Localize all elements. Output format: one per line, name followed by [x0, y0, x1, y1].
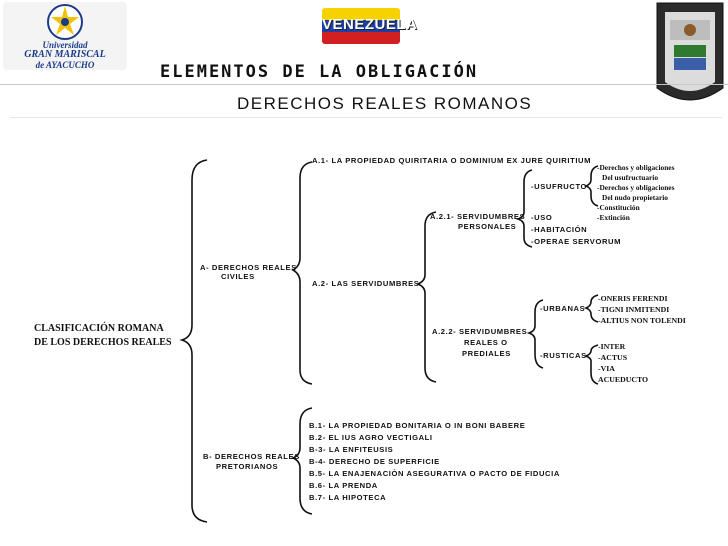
- root-label-line1: CLASIFICACIÓN ROMANA: [34, 323, 164, 334]
- venezuela-logo-text: VENEZUELA: [322, 16, 418, 33]
- pretorianos-label-line1: B- DERECHOS REALES: [203, 452, 300, 461]
- usufructo-label: -USUFRUCTO: [531, 182, 588, 191]
- venezuela-logo: VENEZUELA: [322, 8, 418, 44]
- usufructo-item: -Extinción: [597, 213, 630, 222]
- pretorianos-label-line2: PRETORIANOS: [216, 462, 279, 471]
- university-name-line1: Universidad: [42, 40, 88, 50]
- university-name-line3: de AYACUCHO: [35, 60, 95, 70]
- rusticas-item: -INTER: [598, 342, 626, 351]
- urbanas-item: -TIGNI INMITENDI: [598, 305, 670, 314]
- servidumbres-brace: [415, 211, 437, 383]
- rusticas-item: -ACTUS: [598, 353, 628, 362]
- root-label-line2: DE LOS DERECHOS REALES: [34, 337, 172, 348]
- pretorianos-item: B-3- LA ENFITEUSIS: [309, 445, 394, 454]
- header-area: Universidad GRAN MARISCAL de AYACUCHO VE…: [0, 0, 728, 113]
- usufructo-item: -Derechos y obligaciones: [597, 163, 675, 172]
- usufructo-item: Del nudo propietario: [602, 193, 668, 202]
- a22-label-line2: REALES O: [464, 338, 508, 347]
- operae-label: -OPERAE SERVORUM: [531, 237, 622, 246]
- pretorianos-item: B.6- LA PRENDA: [309, 481, 378, 490]
- rusticas-item: ACUEDUCTO: [598, 375, 649, 384]
- urbanas-item: -ONERIS FERENDI: [598, 294, 668, 303]
- a22-label-line3: PREDIALES: [462, 349, 511, 358]
- page-subtitle: DERECHOS REALES ROMANOS: [237, 94, 533, 113]
- title-divider: [0, 84, 728, 85]
- civiles-brace: [291, 161, 313, 385]
- shield-icon: [656, 2, 724, 101]
- university-emblem-icon: [47, 4, 83, 40]
- rusticas-label: -RUSTICAS: [540, 351, 587, 360]
- civiles-label-line1: A- DERECHOS REALES: [200, 263, 297, 272]
- university-name-line2: GRAN MARISCAL: [24, 49, 106, 60]
- a21-label-line1: A.2.1- SERVIDUMBRES: [430, 212, 526, 221]
- root-brace: [179, 159, 208, 523]
- pretorianos-item: B-4- DERECHO DE SUPERFICIE: [309, 457, 440, 466]
- urbanas-item: -ALTIUS NON TOLENDI: [598, 316, 686, 325]
- university-logo: Universidad GRAN MARISCAL de AYACUCHO: [3, 2, 127, 70]
- civiles-label-line2: CIVILES: [221, 272, 255, 281]
- page-title: ELEMENTOS DE LA OBLIGACIÓN: [160, 62, 479, 82]
- usufructo-item: Del usufructuario: [602, 173, 659, 182]
- rusticas-item: -VIA: [598, 364, 615, 373]
- usufructo-brace: [583, 165, 599, 207]
- a22-label-line1: A.2.2- SERVIDUMBRES: [432, 327, 528, 336]
- pretorianos-item: B.7- LA HIPOTECA: [309, 493, 387, 502]
- a1-label: A.1- LA PROPIEDAD QUIRITARIA O DOMINIUM …: [312, 156, 592, 165]
- habitacion-label: -HABITACIÓN: [531, 225, 588, 234]
- usufructo-item: -Constitución: [597, 203, 640, 212]
- a21-label-line2: PERSONALES: [458, 222, 517, 231]
- personales-brace: [515, 169, 533, 248]
- right-shield-logo: [656, 2, 724, 101]
- pretorianos-item: B.5- LA ENAJENACIÒN ASEGURATIVA O PACTO …: [309, 469, 560, 478]
- rusticas-brace: [583, 344, 599, 385]
- usufructo-item: -Derechos y obligaciones: [597, 183, 675, 192]
- diagram-panel: [10, 117, 722, 542]
- pretorianos-item: B.1- LA PROPIEDAD BONITARIA O IN BONI BA…: [309, 421, 526, 430]
- urbanas-label: -URBANAS: [540, 304, 586, 313]
- a2-label: A.2- LAS SERVIDUMBRES: [312, 279, 420, 288]
- pretorianos-item: B.2- EL IUS AGRO VECTIGALI: [309, 433, 433, 442]
- urbanas-brace: [583, 294, 599, 323]
- uso-label: -USO: [531, 213, 553, 222]
- pretorianos-brace: [290, 407, 313, 515]
- prediales-brace: [526, 299, 544, 369]
